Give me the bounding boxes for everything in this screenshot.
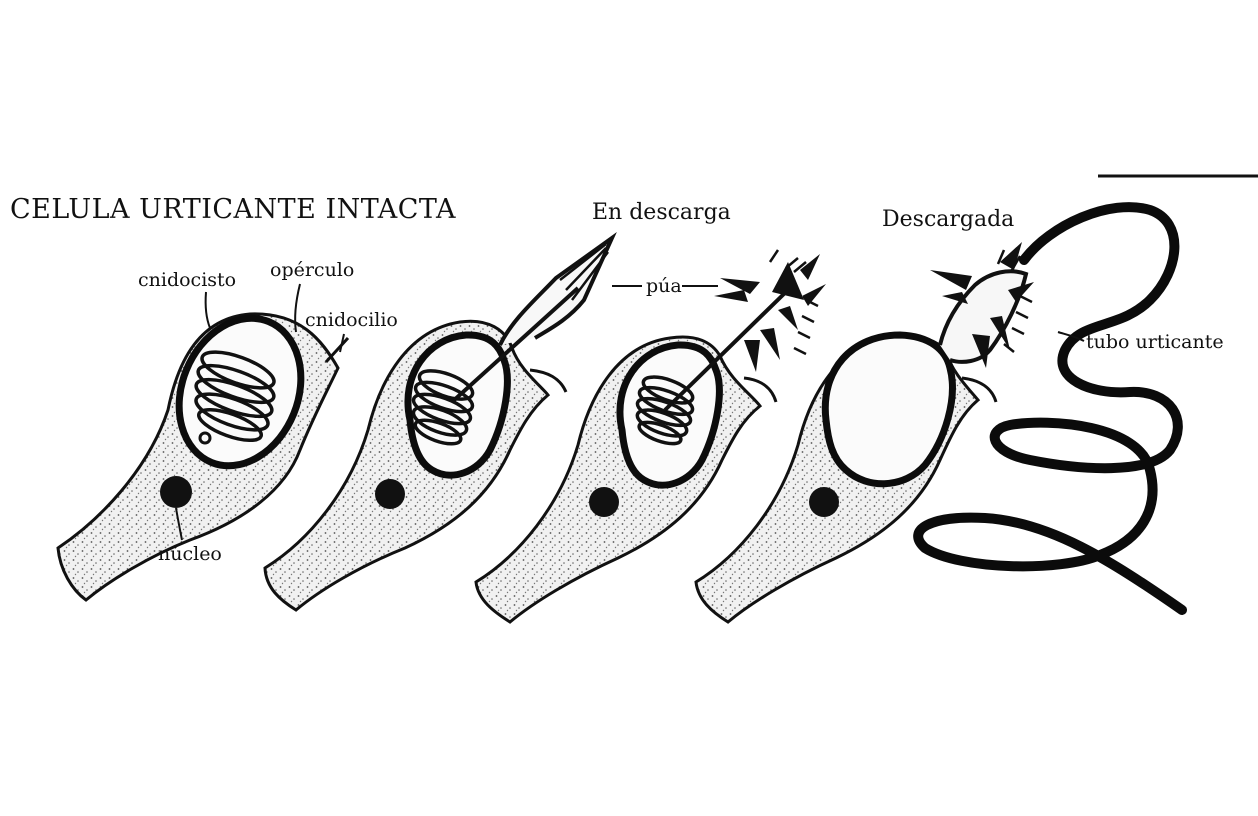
cell-discharged <box>696 207 1182 622</box>
label-stinging-tube: tubo urticante <box>1086 331 1224 353</box>
leader-cnidocyst <box>206 292 210 328</box>
nucleus <box>809 487 839 517</box>
stage-label-discharging: En descarga <box>592 200 731 225</box>
cnidocil <box>326 338 348 362</box>
label-operculum: opérculo <box>270 259 354 281</box>
everting-tube <box>500 238 612 345</box>
label-nucleus: núcleo <box>158 543 222 565</box>
nucleus <box>589 487 619 517</box>
diagram-title: CELULA URTICANTE INTACTA <box>10 194 456 225</box>
nucleus <box>160 476 192 508</box>
barb-cluster <box>714 254 826 372</box>
nucleus <box>375 479 405 509</box>
label-cnidocil: cnidocilio <box>305 309 398 331</box>
label-cnidocyst: cnidocisto <box>138 269 236 291</box>
stage-label-discharged: Descargada <box>882 207 1014 232</box>
label-barb: púa <box>646 275 682 297</box>
